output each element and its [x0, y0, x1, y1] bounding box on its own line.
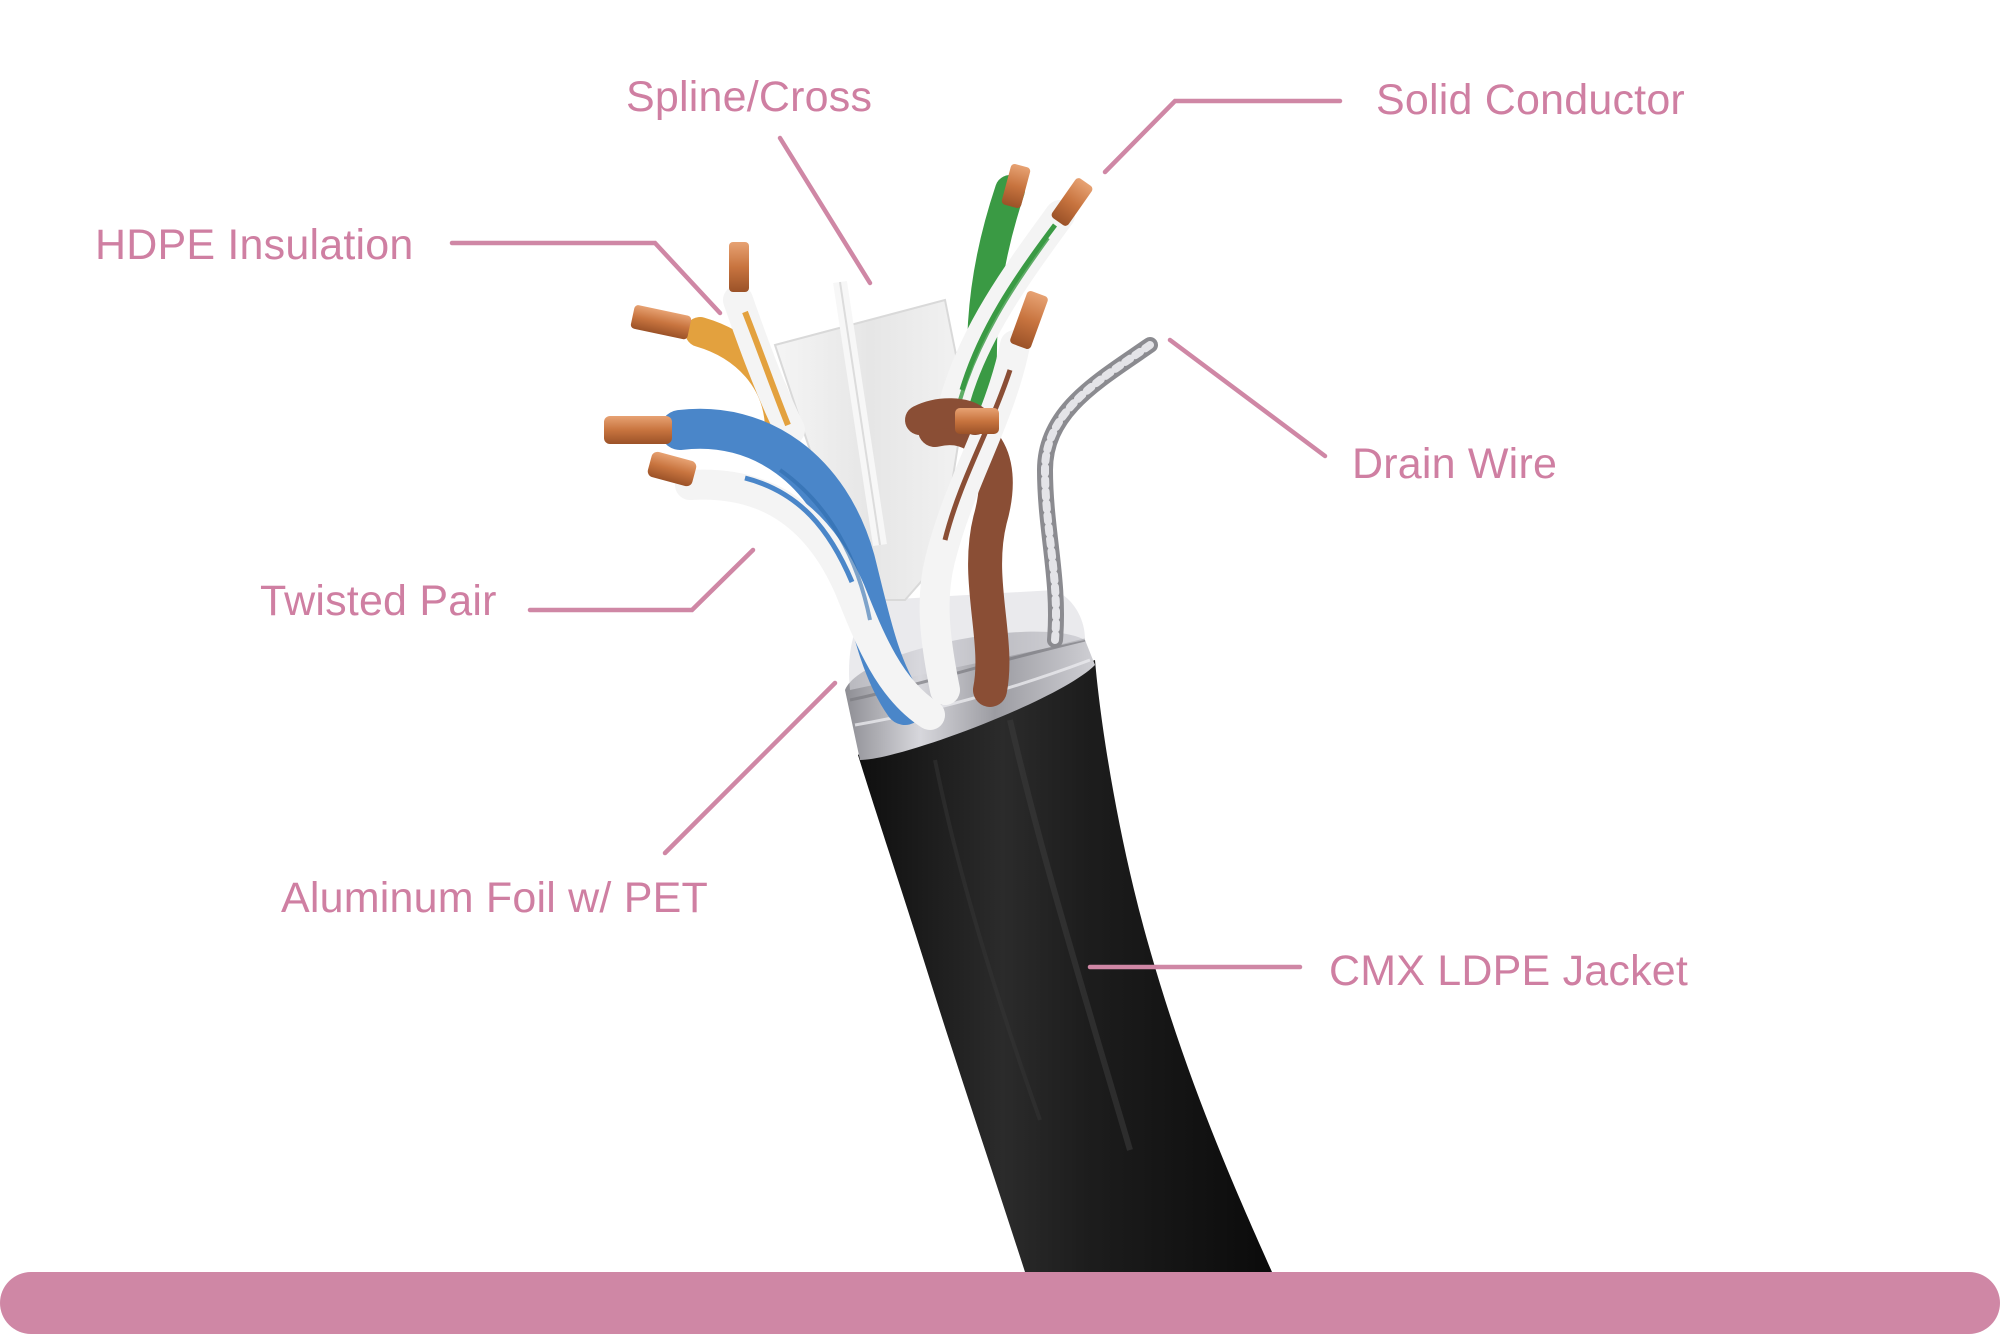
brown-pair — [905, 291, 1048, 707]
cable-jacket — [858, 660, 1272, 1272]
green-pair — [940, 164, 1093, 435]
leader-foil — [662, 680, 838, 856]
orange-pair — [630, 242, 805, 445]
label-spline-cross: Spline/Cross — [626, 73, 873, 121]
label-hdpe-insulation: HDPE Insulation — [95, 221, 414, 269]
leader-spline — [777, 135, 873, 286]
label-twisted-pair: Twisted Pair — [260, 577, 497, 625]
drain-wire — [1036, 337, 1158, 648]
leader-lines — [449, 98, 1343, 970]
label-drain-wire: Drain Wire — [1352, 440, 1558, 488]
blue-pair — [604, 408, 945, 730]
leader-drain — [1167, 337, 1328, 459]
leader-solid — [1102, 98, 1343, 175]
foil-shield — [845, 590, 1095, 760]
leader-twisted — [527, 547, 756, 613]
label-jacket: CMX LDPE Jacket — [1329, 947, 1689, 995]
bottom-accent-bar — [0, 1272, 2000, 1334]
label-solid-conductor: Solid Conductor — [1376, 76, 1685, 124]
label-aluminum-foil: Aluminum Foil w/ PET — [281, 874, 708, 922]
leader-hdpe — [449, 240, 723, 316]
